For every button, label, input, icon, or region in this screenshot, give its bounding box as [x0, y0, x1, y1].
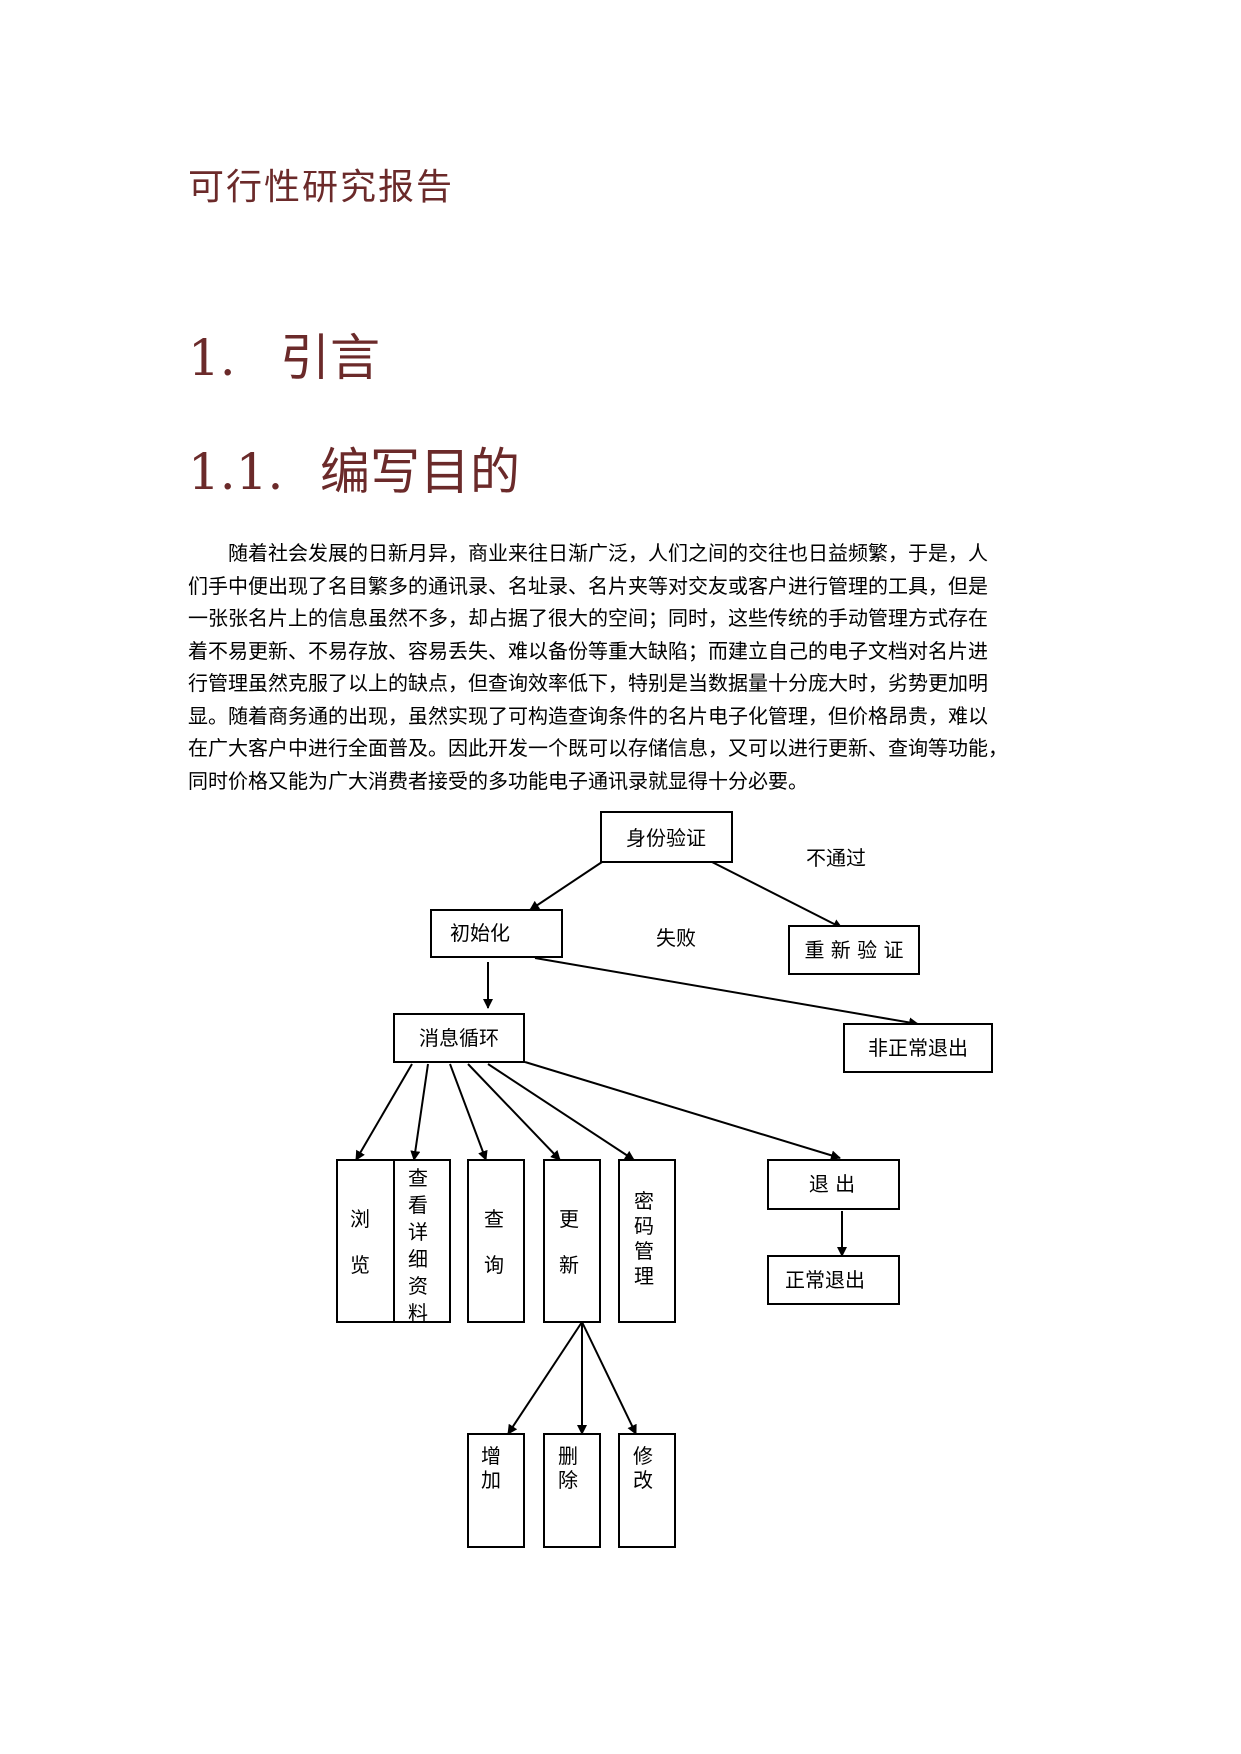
node-password-label: 密码管理 — [634, 1189, 654, 1288]
node-update: 更新 — [543, 1159, 601, 1323]
heading-purpose: 1.1. 编写目的 — [188, 432, 520, 504]
arrow-init-to-abnormal-exit — [534, 957, 919, 1028]
node-reverify-label: 重 新 验 证 — [804, 938, 903, 962]
arrow-loop-to-password — [487, 1063, 635, 1161]
arrow-loop-to-exit — [524, 1061, 841, 1161]
node-message-loop-label: 消息循环 — [419, 1026, 499, 1050]
heading-introduction: 1. 引言 — [188, 318, 380, 390]
node-reverify: 重 新 验 证 — [788, 925, 920, 975]
heading-number: 1. — [188, 329, 236, 387]
node-normal-exit: 正常退出 — [767, 1255, 900, 1305]
node-query: 查询 — [467, 1159, 525, 1323]
node-exit-label: 退 出 — [809, 1172, 855, 1196]
node-add-label: 增加 — [481, 1444, 501, 1492]
node-auth: 身份验证 — [600, 811, 733, 863]
node-update-label: 更新 — [559, 1207, 579, 1277]
node-init-label: 初始化 — [450, 921, 510, 945]
node-normal-exit-label: 正常退出 — [785, 1268, 865, 1292]
paragraph-line: 行管理虽然克服了以上的缺点，但查询效率低下，特别是当数据量十分庞大时，劣势更加明 — [188, 671, 988, 695]
arrow-loop-to-update — [467, 1063, 561, 1161]
subheading-number: 1.1. — [188, 443, 284, 501]
node-init: 初始化 — [430, 909, 563, 958]
paragraph-line: 随着社会发展的日新月异，商业来往日渐广泛，人们之间的交往也日益频繁，于是，人 — [228, 541, 988, 565]
node-exit: 退 出 — [767, 1159, 900, 1210]
arrow-auth-to-reverify — [711, 861, 843, 929]
arrow-loop-to-browse — [355, 1063, 413, 1161]
node-abnormal-exit: 非正常退出 — [843, 1023, 993, 1073]
body-paragraph: 随着社会发展的日新月异，商业来往日渐广泛，人们之间的交往也日益频繁，于是，人 们… — [188, 537, 1052, 797]
node-abnormal-exit-label: 非正常退出 — [868, 1036, 968, 1060]
node-delete-label: 删除 — [558, 1444, 578, 1492]
node-delete: 删除 — [543, 1433, 601, 1548]
node-browse: 浏览 — [336, 1159, 395, 1323]
node-query-label: 查询 — [484, 1207, 504, 1277]
document-title: 可行性研究报告 — [188, 167, 455, 208]
node-message-loop: 消息循环 — [393, 1013, 525, 1063]
node-details-label: 查看详细资料 — [408, 1166, 428, 1325]
subheading-text: 编写目的 — [320, 443, 520, 501]
paragraph-line: 们手中便出现了名目繁多的通讯录、名址录、名片夹等对交友或客户进行管理的工具，但是 — [188, 573, 988, 598]
paragraph-line: 显。随着商务通的出现，虽然实现了可构造查询条件的名片电子化管理，但价格昂贵，难以 — [188, 703, 988, 728]
node-auth-label: 身份验证 — [626, 826, 706, 850]
paragraph-line: 同时价格又能为广大消费者接受的多功能电子通讯录就显得十分必要。 — [188, 768, 808, 793]
node-modify: 修改 — [618, 1433, 676, 1548]
arrow-update-to-modify — [581, 1321, 637, 1435]
node-password: 密码管理 — [618, 1159, 676, 1323]
node-add: 增加 — [467, 1433, 525, 1548]
node-details: 查看详细资料 — [393, 1159, 451, 1325]
node-browse-label: 浏览 — [350, 1207, 370, 1277]
label-failed: 失败 — [656, 926, 696, 950]
paragraph-line: 着不易更新、不易存放、容易丢失、难以备份等重大缺陷；而建立自己的电子文档对名片进 — [188, 638, 988, 663]
paragraph-line: 在广大客户中进行全面普及。因此开发一个既可以存储信息，又可以进行更新、查询等功能… — [188, 736, 1008, 760]
arrow-auth-to-init — [529, 861, 603, 911]
label-not-passed: 不通过 — [806, 846, 866, 870]
node-modify-label: 修改 — [633, 1444, 653, 1492]
paragraph-line: 一张张名片上的信息虽然不多，却占据了很大的空间；同时，这些传统的手动管理方式存在 — [188, 606, 988, 630]
arrow-loop-to-query — [449, 1063, 488, 1161]
arrow-update-to-add — [507, 1321, 583, 1435]
arrow-loop-to-details — [410, 1063, 429, 1161]
heading-text: 引言 — [280, 329, 380, 387]
